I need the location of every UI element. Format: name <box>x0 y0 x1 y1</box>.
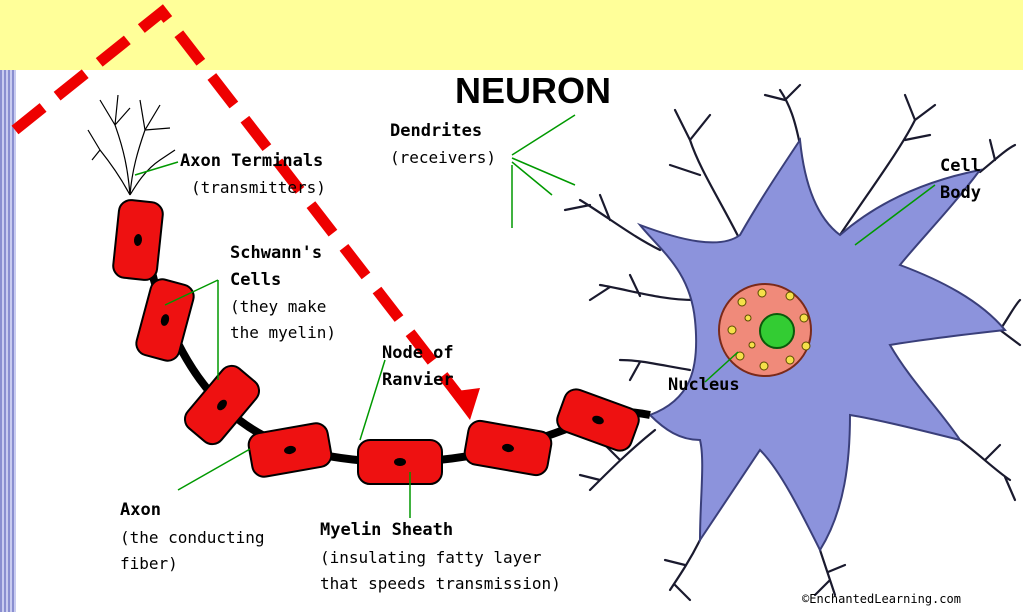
axon-terminals-desc: (transmitters) <box>191 180 326 197</box>
nucleus-label: Nucleus <box>668 377 740 395</box>
dendrite-branch <box>670 110 740 240</box>
credit-text: ©EnchantedLearning.com <box>802 593 961 606</box>
axon-desc-1: (the conducting <box>120 530 265 547</box>
myelin-sheath-desc-1: (insulating fatty layer <box>320 550 542 567</box>
dendrite-branch <box>815 550 845 595</box>
myelin-sheath <box>112 199 642 484</box>
axon-terminals-label: Axon Terminals <box>180 153 323 171</box>
dendrite-branch <box>1000 300 1020 345</box>
schwann-label-1: Schwann's <box>230 245 322 263</box>
dendrites-desc: (receivers) <box>390 150 496 167</box>
dendrite-branch <box>565 195 660 250</box>
axon-terminals <box>88 95 175 195</box>
myelin-segment <box>554 386 642 454</box>
nucleolus <box>760 314 794 348</box>
myelin-segment <box>463 419 553 477</box>
dendrite-branch <box>980 140 1015 172</box>
dendrite-branch <box>960 440 1015 500</box>
cell-body-label-1: Cell <box>940 158 981 176</box>
schwann-label-2: Cells <box>230 272 281 290</box>
dendrite-branch <box>665 540 700 600</box>
schwann-desc-1: (they make <box>230 299 326 316</box>
myelin-segment <box>112 199 164 281</box>
myelin-segment <box>358 440 442 484</box>
schwann-nucleus <box>394 458 406 466</box>
axon-label: Axon <box>120 502 161 520</box>
myelin-sheath-label: Myelin Sheath <box>320 522 453 540</box>
node-of-ranvier-label-1: Node of <box>382 345 454 363</box>
cell-body-label-2: Body <box>940 185 981 203</box>
dendrites-label: Dendrites <box>390 123 482 141</box>
dendrite-branch <box>590 275 695 300</box>
node-of-ranvier-label-2: Ranvier <box>382 372 454 390</box>
axon-desc-2: fiber) <box>120 556 178 573</box>
diagram-title: NEURON <box>455 72 611 110</box>
myelin-segment <box>134 277 197 364</box>
schwann-desc-2: the myelin) <box>230 325 336 342</box>
myelin-sheath-desc-2: that speeds transmission) <box>320 576 561 593</box>
dendrite-branch <box>765 85 800 145</box>
